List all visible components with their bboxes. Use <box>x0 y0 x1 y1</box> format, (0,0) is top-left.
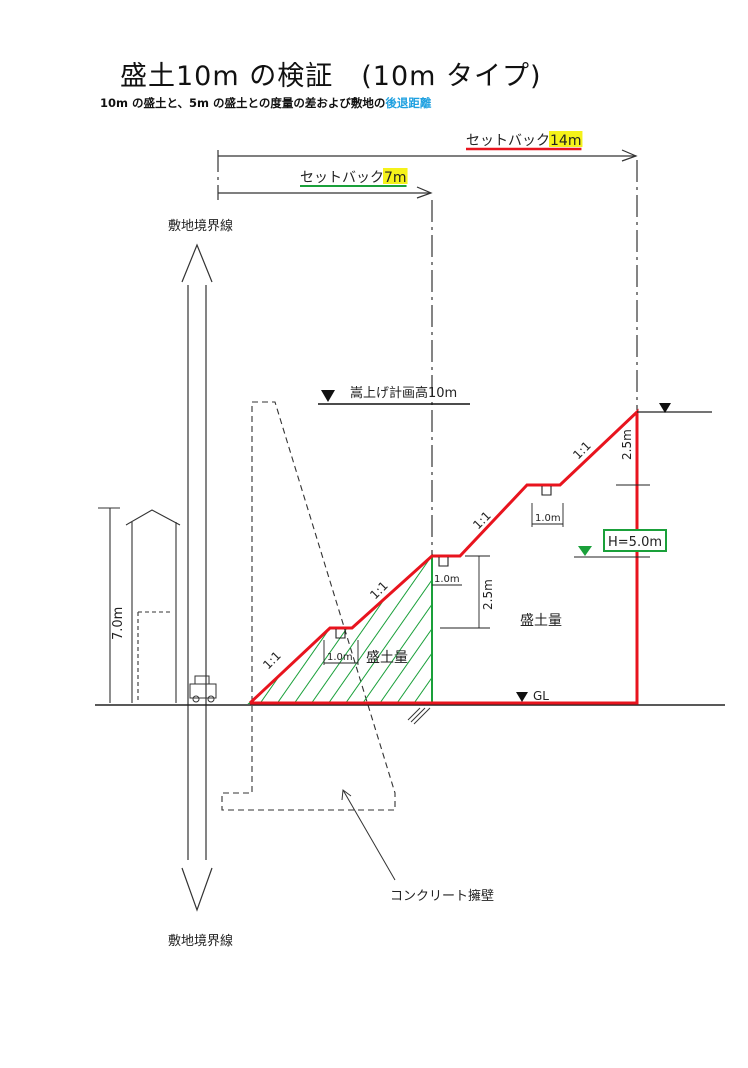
berm-drains <box>335 486 552 639</box>
slope-ratio-label: 1:1 <box>570 439 594 463</box>
concrete-retaining-wall <box>221 401 396 811</box>
setback-7m-dimension: セットバック7m <box>218 168 433 199</box>
step-height-dims <box>440 484 650 629</box>
step-height-label: 2.5m <box>620 429 634 460</box>
boundary-label-bottom: 敷地境界線 <box>168 933 233 949</box>
ground-level-label: GL <box>533 689 549 703</box>
setback-14m-dimension: セットバック14m <box>218 131 638 162</box>
fill-volume-5m-label: 盛土量 <box>366 650 408 666</box>
subtitle-main: 10m の盛土と、5m の盛土との度量の差および敷地の <box>100 96 386 110</box>
reference-lines <box>217 150 638 555</box>
car-icon <box>189 675 217 703</box>
level-triangle-icon <box>659 403 671 413</box>
page-title: 盛土10m の検証 (10m タイプ) <box>120 61 542 92</box>
water-level-icon <box>578 546 592 556</box>
house-height-label: 7.0m <box>111 607 126 640</box>
level-triangle-icon <box>516 692 528 702</box>
setback-14m-value: 14m <box>550 133 581 149</box>
planned-height-label: 嵩上げ計画高10m <box>350 385 457 401</box>
level-triangle-icon <box>321 390 335 402</box>
setback-14m-label: セットバック <box>466 133 550 149</box>
fill-volume-10m-label: 盛土量 <box>520 613 562 629</box>
berm-width-label: 1.0m <box>535 513 561 524</box>
setback-7m-label: セットバック <box>300 170 384 186</box>
fill-height-label: H=5.0m <box>608 535 662 550</box>
retaining-wall-label: コンクリート擁壁 <box>390 889 494 904</box>
site-boundary <box>181 243 213 912</box>
setback-7m-text: セットバック7m <box>300 170 407 186</box>
ground-hatch <box>407 707 431 725</box>
setback-14m-text: セットバック14m <box>466 133 581 149</box>
berm-width-label: 1.0m <box>327 652 353 663</box>
slope-ratio-label: 1:1 <box>470 509 494 533</box>
house-outline <box>98 507 181 703</box>
boundary-label-top: 敷地境界線 <box>168 218 233 234</box>
berm-width-label: 1.0m <box>434 574 460 585</box>
berm-width-dims <box>323 503 564 665</box>
planned-height-marker: 嵩上げ計画高10m <box>318 385 470 405</box>
subtitle: 10m の盛土と、5m の盛土との度量の差および敷地の後退距離 <box>100 95 431 111</box>
setback-7m-value: 7m <box>384 170 407 186</box>
step-height-label: 2.5m <box>481 579 495 610</box>
subtitle-highlight: 後退距離 <box>385 96 432 110</box>
slope-ratio-label: 1:1 <box>260 649 284 673</box>
